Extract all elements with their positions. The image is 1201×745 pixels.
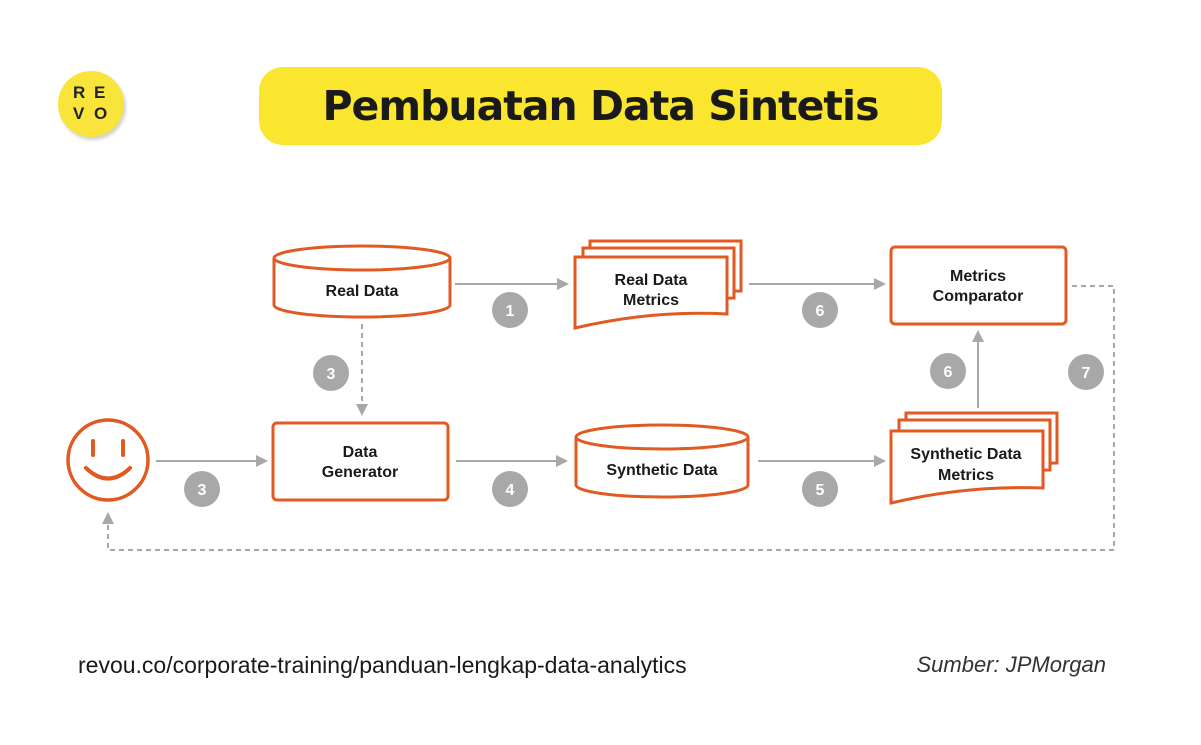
real-data-metrics-node: Real Data Metrics (573, 239, 743, 330)
logo-letter-e: E (94, 83, 106, 102)
synthetic-data-metrics-node: Synthetic Data Metrics (889, 411, 1059, 505)
arrow-comparator-to-user (102, 285, 1115, 551)
page-title: Pembuatan Data Sintetis (322, 82, 880, 130)
step-badge-6-vertical-number: 6 (944, 364, 953, 381)
synthetic-data-metrics-line1: Synthetic Data (910, 446, 1021, 463)
real-data-metrics-line1: Real Data (615, 272, 688, 289)
metrics-comparator-line1: Metrics (950, 268, 1006, 285)
step-badge-7-number: 7 (1082, 365, 1091, 382)
step-badge-5: 5 (802, 471, 838, 507)
step-badge-4: 4 (492, 471, 528, 507)
step-badge-3-vertical-number: 3 (327, 366, 336, 383)
revou-logo: R E V O (58, 71, 124, 137)
step-badge-3-horizontal: 3 (184, 471, 220, 507)
data-generator-line1: Data (343, 444, 378, 461)
metrics-comparator-line2: Comparator (933, 288, 1024, 305)
real-data-label: Real Data (326, 283, 399, 300)
real-data-metrics-line2: Metrics (623, 292, 679, 309)
metrics-comparator-node: Metrics Comparator (889, 245, 1068, 326)
step-badge-6-vertical: 6 (930, 353, 966, 389)
real-data-node: Real Data (272, 244, 452, 319)
data-generator-node: Data Generator (271, 421, 450, 502)
step-badge-1: 1 (492, 292, 528, 328)
footer-url: revou.co/corporate-training/panduan-leng… (78, 652, 687, 678)
synthetic-data-metrics-line2: Metrics (938, 467, 994, 484)
step-badge-7: 7 (1068, 354, 1104, 390)
step-badge-5-number: 5 (816, 482, 825, 499)
step-badge-6-top-number: 6 (816, 303, 825, 320)
data-generator-line2: Generator (322, 464, 398, 481)
step-badge-6-top: 6 (802, 292, 838, 328)
step-badge-3-vertical: 3 (313, 355, 349, 391)
logo-letter-v: V (73, 104, 85, 123)
footer-source: Sumber: JPMorgan (916, 652, 1106, 677)
logo-letter-r: R (73, 83, 86, 102)
synthetic-data-node: Synthetic Data (574, 423, 750, 499)
user-smiley-icon (66, 418, 150, 502)
step-badge-1-number: 1 (506, 303, 515, 320)
logo-letter-o: O (94, 104, 108, 123)
title-banner: Pembuatan Data Sintetis (259, 67, 942, 145)
step-badge-4-number: 4 (506, 482, 515, 499)
step-badge-3-horizontal-number: 3 (198, 482, 207, 499)
synthetic-data-label: Synthetic Data (606, 462, 717, 479)
